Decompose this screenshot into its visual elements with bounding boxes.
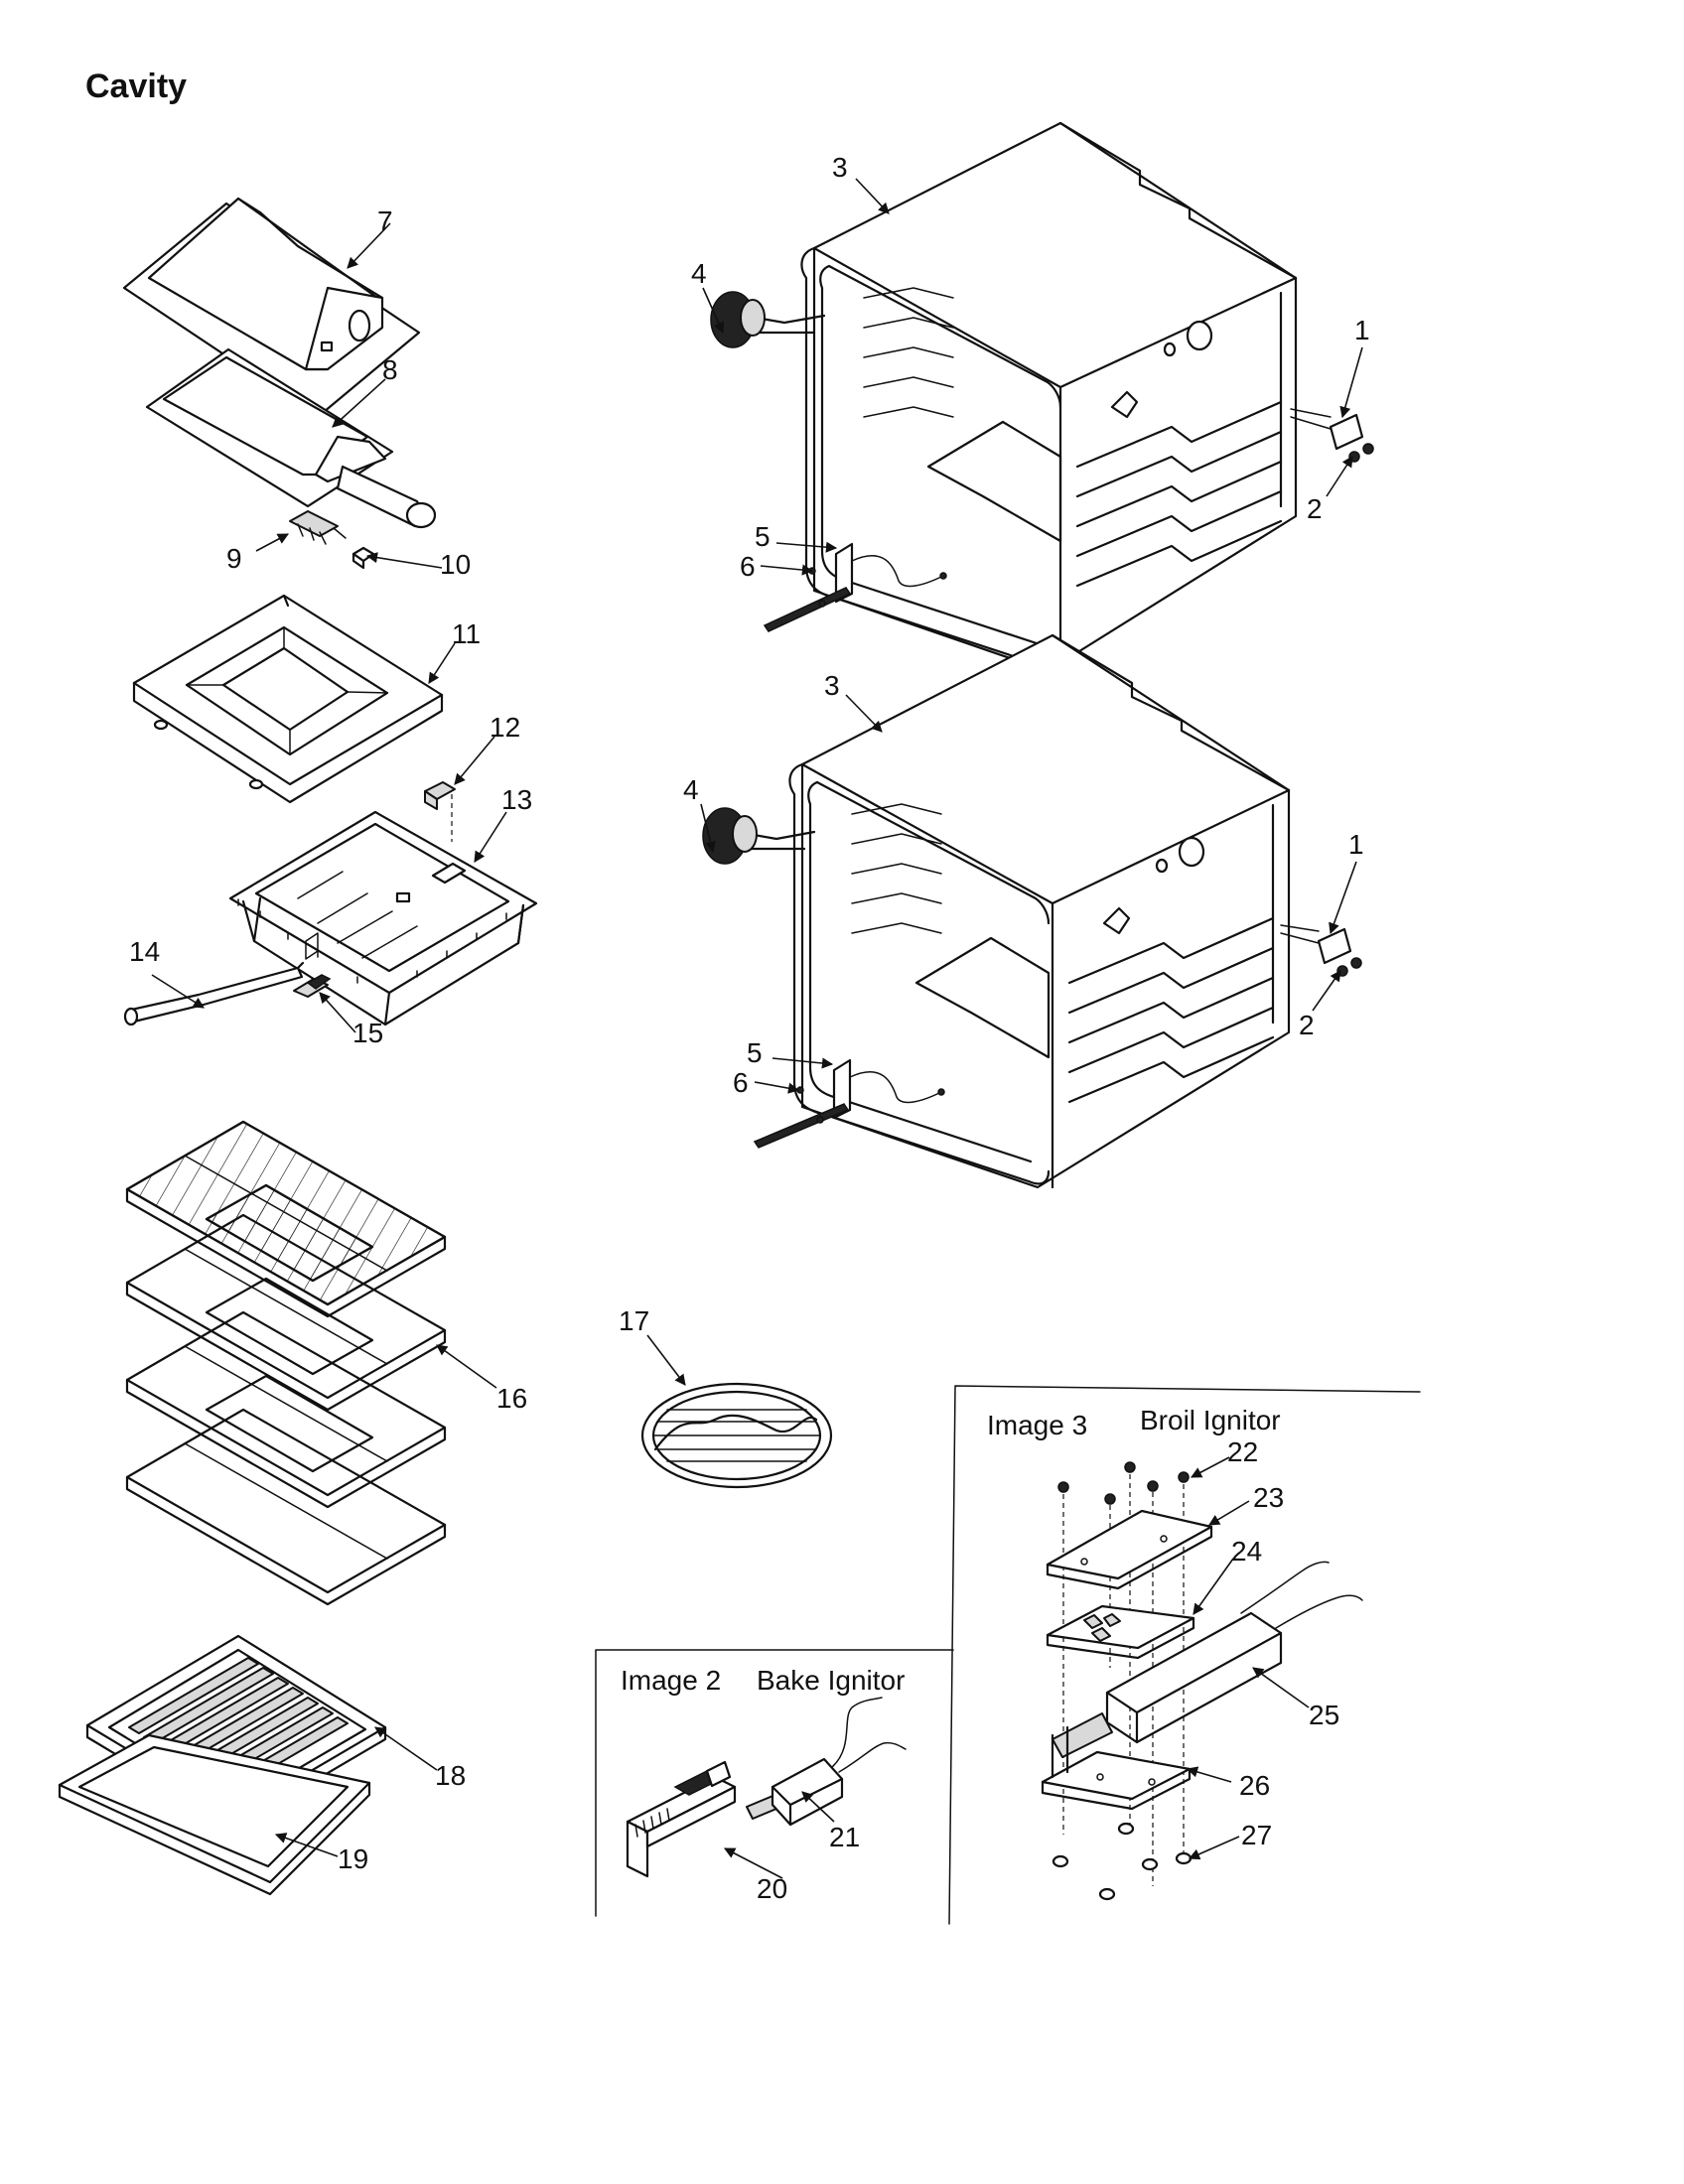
part-7-broiler-cover xyxy=(122,197,421,419)
part-24-mount-plate xyxy=(1046,1604,1195,1660)
rack-1 xyxy=(125,1120,447,1318)
callout-26: 26 xyxy=(1239,1770,1270,1801)
part-10-clip xyxy=(351,546,375,570)
callout-12: 12 xyxy=(490,712,520,743)
callout-6-lower: 6 xyxy=(733,1067,749,1098)
callout-20: 20 xyxy=(757,1873,787,1904)
callout-13: 13 xyxy=(501,784,532,815)
callout-21: 21 xyxy=(829,1822,860,1852)
part-8-broil-burner xyxy=(145,347,437,529)
part-14-bake-burner xyxy=(123,961,305,1026)
callout-9: 9 xyxy=(226,543,242,574)
callout-7: 7 xyxy=(377,205,393,236)
panel-image-3-label: Image 3 xyxy=(987,1410,1087,1440)
callout-1-upper: 1 xyxy=(1354,315,1370,345)
callout-3-lower: 3 xyxy=(824,670,840,701)
callout-6-upper: 6 xyxy=(740,551,756,582)
part-4-knob-lower xyxy=(702,807,816,865)
callout-22: 22 xyxy=(1227,1436,1258,1467)
callout-25: 25 xyxy=(1309,1700,1339,1730)
part-19-broil-pan xyxy=(58,1733,371,1896)
panel-image-3-caption: Broil Ignitor xyxy=(1140,1405,1281,1435)
part-21-bake-ignitor xyxy=(746,1697,907,1827)
part-6-sensor-lower xyxy=(753,1086,850,1149)
callout-5-lower: 5 xyxy=(747,1037,763,1068)
callout-15: 15 xyxy=(352,1018,383,1048)
part-17-round-rack xyxy=(640,1382,833,1489)
page-title: Cavity xyxy=(85,68,187,105)
callout-1-lower: 1 xyxy=(1348,829,1364,860)
part-3-oven-cavity-upper xyxy=(800,121,1298,673)
part-13-burner-box xyxy=(228,810,538,1026)
leader-lines xyxy=(151,178,1363,1879)
callout-11: 11 xyxy=(452,618,481,649)
callout-17: 17 xyxy=(619,1305,649,1336)
part-1-bracket-upper xyxy=(1290,408,1364,451)
callout-19: 19 xyxy=(338,1843,368,1874)
callout-14: 14 xyxy=(129,936,160,967)
callout-3-upper: 3 xyxy=(832,152,848,183)
rack-4 xyxy=(125,1408,447,1606)
part-16-oven-racks xyxy=(125,1120,447,1606)
part-15-bake-orifice xyxy=(293,974,332,998)
part-25-broil-ignitor xyxy=(1052,1561,1363,1758)
callout-16: 16 xyxy=(496,1383,527,1414)
callout-2-upper: 2 xyxy=(1307,493,1323,524)
part-1-bracket-lower xyxy=(1280,924,1352,965)
part-2-screw-lower xyxy=(1336,957,1362,977)
part-11-baffle xyxy=(132,594,444,804)
part-9-electrode xyxy=(289,510,347,545)
panel-image-2: Image 2 Bake Ignitor xyxy=(621,1665,907,1878)
part-5-sensor-bracket-lower xyxy=(832,1058,945,1120)
rack-3 xyxy=(125,1310,447,1509)
callout-27: 27 xyxy=(1241,1820,1272,1850)
part-2-screw-upper xyxy=(1348,443,1374,463)
callout-4-lower: 4 xyxy=(683,774,699,805)
callout-8: 8 xyxy=(382,354,398,385)
part-20-ignitor-bracket xyxy=(626,1760,737,1878)
panel-image-2-caption: Bake Ignitor xyxy=(757,1665,905,1696)
panel-image-3: Image 3 Broil Ignitor xyxy=(987,1405,1363,1901)
part-27-nuts xyxy=(1052,1822,1193,1901)
callout-23: 23 xyxy=(1253,1482,1284,1513)
part-5-sensor-bracket-upper xyxy=(834,542,947,604)
callout-10: 10 xyxy=(440,549,471,580)
part-3-oven-cavity-lower xyxy=(788,633,1291,1189)
callout-5-upper: 5 xyxy=(755,521,771,552)
callout-4-upper: 4 xyxy=(691,258,707,289)
panel-borders xyxy=(595,1385,1421,1925)
rack-2 xyxy=(125,1213,447,1412)
callout-18: 18 xyxy=(435,1760,466,1791)
panel-image-2-label: Image 2 xyxy=(621,1665,721,1696)
part-12-clip xyxy=(424,781,456,842)
callout-2-lower: 2 xyxy=(1299,1010,1315,1040)
callout-24: 24 xyxy=(1231,1536,1262,1567)
part-23-cover-plate xyxy=(1046,1509,1213,1590)
callout-numbers: 7 8 9 10 11 12 13 14 15 16 17 18 19 20 2… xyxy=(129,152,1370,1904)
